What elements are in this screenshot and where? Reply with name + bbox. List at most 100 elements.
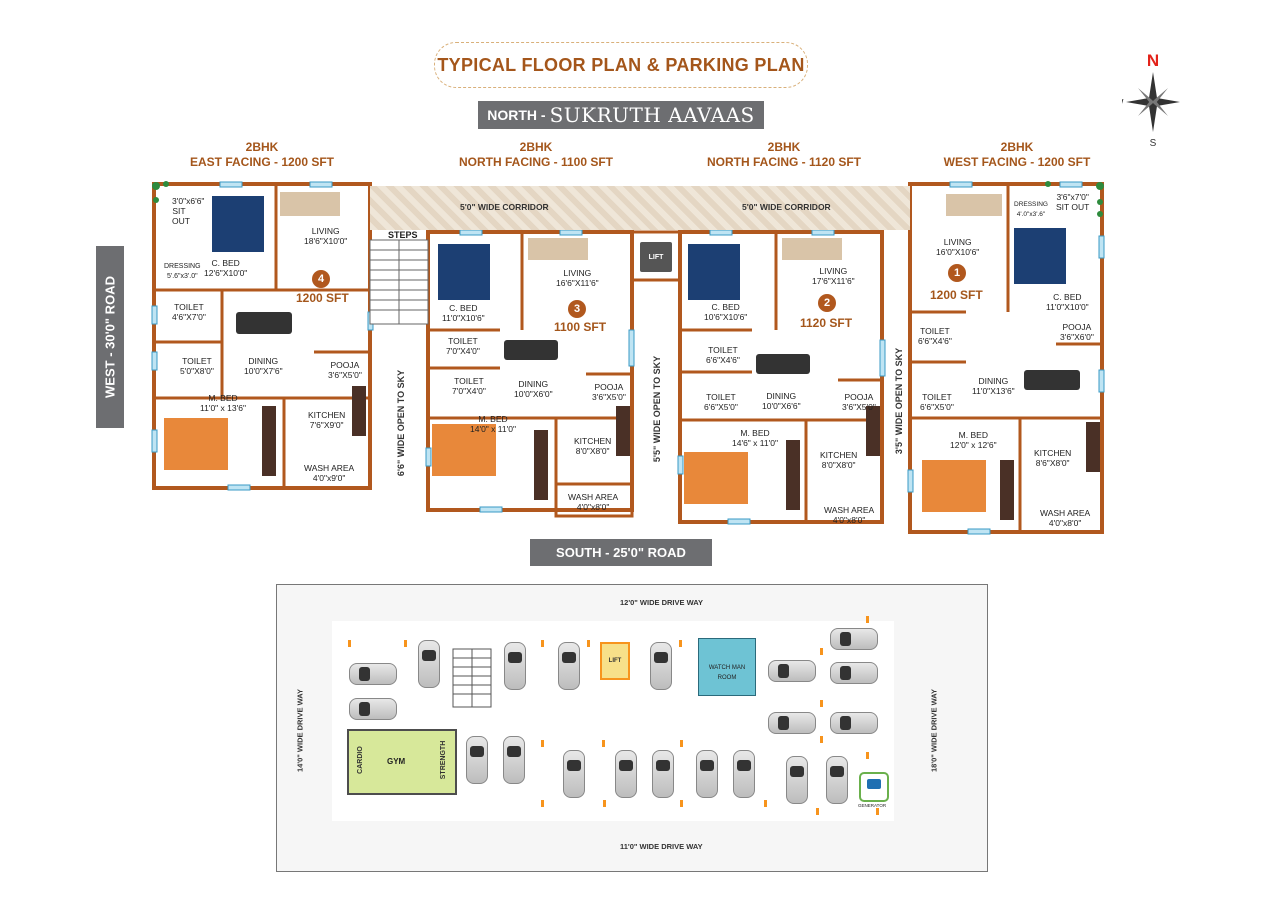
unit3-pooja: POOJA 3'6"X5'0"	[592, 382, 626, 402]
unit3-toilet2: TOILET 7'0"X4'0"	[452, 376, 486, 396]
parking-marker	[541, 640, 544, 647]
unit1-sitout: 3'6"x7'0" SIT OUT	[1056, 192, 1090, 212]
unit4-living: LIVING 18'6"X10'0"	[304, 226, 348, 246]
drive-right: 18'0" WIDE DRIVE WAY	[929, 689, 939, 773]
unit1-kitchen: KITCHEN 8'6"X8'0"	[1034, 448, 1072, 468]
parking-marker	[587, 640, 590, 647]
unit-4-header: 2BHK EAST FACING - 1200 SFT	[182, 140, 342, 170]
south-road-label: SOUTH - 25'0" ROAD	[530, 539, 712, 566]
open-sky-3: 3'5" WIDE OPEN TO SKY	[894, 347, 904, 455]
unit2-kitchen: KITCHEN 8'0"X8'0"	[820, 450, 858, 470]
unit1-dressing: DRESSING 4'.0"x3'.6"	[1014, 201, 1048, 218]
drive-top: 12'0" WIDE DRIVE WAY	[620, 598, 704, 607]
west-road-label: WEST - 30'0" ROAD	[96, 246, 124, 428]
parking-marker	[602, 740, 605, 747]
unit4-mbed: M. BED 11'0" x 13'6"	[200, 393, 246, 413]
open-sky-1: 6'6" WIDE OPEN TO SKY	[396, 369, 406, 477]
parking-marker	[820, 700, 823, 707]
unit1-living: LIVING 16'0"X10'6"	[936, 237, 980, 257]
parking-marker	[816, 808, 819, 815]
unit1-badge: 1	[948, 264, 966, 282]
unit-type: 2BHK	[767, 140, 801, 154]
parking-marker	[820, 648, 823, 655]
unit1-dining: DINING 11'0"X13'6"	[972, 376, 1015, 396]
unit3-badge: 3	[568, 300, 586, 318]
unit2-sft: 1120 SFT	[800, 316, 853, 330]
car	[786, 756, 808, 804]
unit4-wash: WASH AREA 4'0"x9'0"	[304, 463, 355, 483]
unit3-wash: WASH AREA 4'0"x8'0"	[568, 492, 619, 512]
unit1-wash: WASH AREA 4'0"x8'0"	[1040, 508, 1091, 528]
watchman-room: WATCH MAN ROOM	[698, 638, 756, 696]
unit-1-header: 2BHK WEST FACING - 1200 SFT	[936, 140, 1098, 170]
steps-label: STEPS	[388, 230, 418, 240]
car	[615, 750, 637, 798]
car	[558, 642, 580, 690]
car	[696, 750, 718, 798]
strength-label: STRENGTH	[440, 740, 447, 780]
corridor-right-label: 5'0" WIDE CORRIDOR	[742, 202, 831, 212]
parking-marker	[541, 800, 544, 807]
parking-marker	[541, 740, 544, 747]
car	[830, 662, 878, 684]
floor-plan-walls	[151, 181, 1105, 535]
car	[504, 642, 526, 690]
unit4-toilet2: TOILET 5'0"X8'0"	[180, 356, 214, 376]
parking-marker	[820, 736, 823, 743]
corridor-left-label: 5'0" WIDE CORRIDOR	[460, 202, 549, 212]
north-prefix: NORTH -	[487, 107, 546, 123]
parking-marker	[404, 640, 407, 647]
car	[349, 698, 397, 720]
north-banner: NORTH - SUKRUTH AAVAAS	[478, 101, 764, 129]
parking-marker	[866, 616, 869, 623]
corridor	[370, 186, 910, 230]
unit-3-header: 2BHK NORTH FACING - 1100 SFT	[450, 140, 622, 170]
parking-marker	[680, 740, 683, 747]
car	[830, 712, 878, 734]
unit4-badge: 4	[312, 270, 330, 288]
unit3-living: LIVING 16'6"X11'6"	[556, 268, 599, 288]
parking-marker	[866, 752, 869, 759]
car	[652, 750, 674, 798]
car	[768, 712, 816, 734]
unit3-toilet1: TOILET 7'0"X4'0"	[446, 336, 480, 356]
unit3-cbed: C. BED 11'0"X10'6"	[442, 303, 485, 323]
unit4-pooja: POOJA 3'6"X5'0"	[328, 360, 362, 380]
page-title: TYPICAL FLOOR PLAN & PARKING PLAN	[434, 42, 808, 88]
unit1-mbed: M. BED 12'0" x 12'6"	[950, 430, 997, 450]
unit3-mbed: M. BED 14'0" x 11'0"	[470, 414, 516, 434]
unit4-sitout: 3'0"x6'6" SIT OUT	[172, 196, 205, 226]
unit-facing: NORTH FACING - 1100 SFT	[458, 155, 614, 169]
unit-facing: EAST FACING - 1200 SFT	[189, 155, 335, 169]
unit2-dining: DINING 10'0"X6'6"	[762, 391, 801, 411]
unit1-pooja: POOJA 3'6"X6'0"	[1060, 322, 1094, 342]
unit1-cbed: C. BED 11'0"X10'0"	[1046, 292, 1089, 312]
parking-marker	[679, 640, 682, 647]
unit2-toilet2: TOILET 6'6"X5'0"	[704, 392, 738, 412]
gym-label: GYM	[387, 757, 406, 766]
unit2-pooja: POOJA 3'6"X5'0"	[842, 392, 876, 412]
parking-marker	[680, 800, 683, 807]
car	[418, 640, 440, 688]
unit4-sft: 1200 SFT	[296, 291, 349, 305]
unit2-mbed: M. BED 14'6" x 11'0"	[732, 428, 778, 448]
unit4-cbed: C. BED 12'6"X10'0"	[204, 258, 248, 278]
compass-s: S	[1150, 138, 1157, 148]
unit-type: 2BHK	[519, 140, 553, 154]
car	[466, 736, 488, 784]
car	[733, 750, 755, 798]
unit2-wash: WASH AREA 4'0"x8'0"	[824, 505, 875, 525]
car	[650, 642, 672, 690]
cardio-label: CARDIO	[357, 746, 364, 774]
unit-type: 2BHK	[1000, 140, 1034, 154]
compass-n: N	[1147, 51, 1159, 70]
car	[563, 750, 585, 798]
unit4-toilet1: TOILET 4'6"X7'0"	[172, 302, 206, 322]
unit1-toilet1: TOILET 6'6"X4'6"	[918, 326, 952, 346]
lift-label: LIFT	[640, 242, 672, 272]
unit-2-header: 2BHK NORTH FACING - 1120 SFT	[698, 140, 870, 170]
car	[768, 660, 816, 682]
drive-left: 14'0" WIDE DRIVE WAY	[295, 689, 305, 773]
unit4-kitchen: KITCHEN 7'6"X9'0"	[308, 410, 346, 430]
car	[830, 628, 878, 650]
